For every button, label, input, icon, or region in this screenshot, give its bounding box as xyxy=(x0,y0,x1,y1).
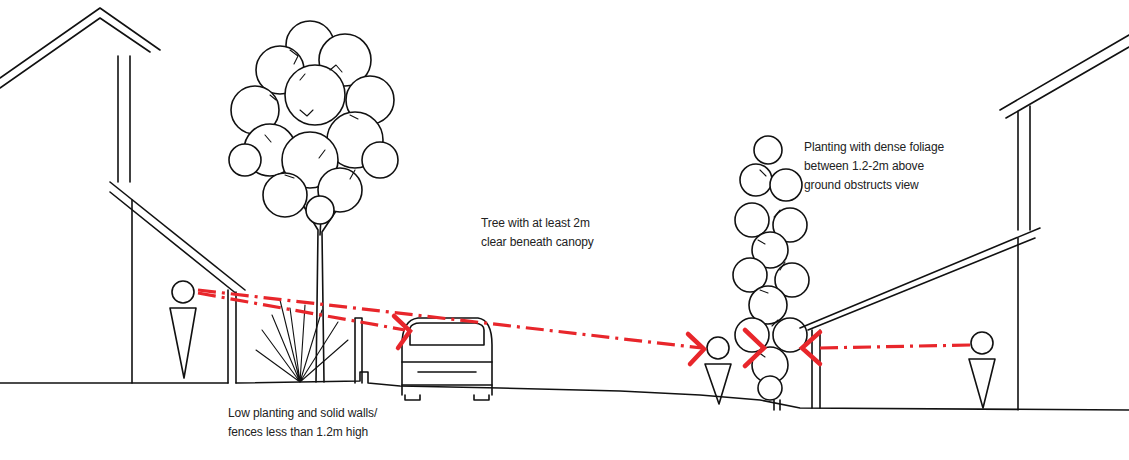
car xyxy=(402,318,492,400)
ground-line xyxy=(236,372,1129,410)
sight-arrow xyxy=(394,316,820,366)
low-wall xyxy=(355,318,362,383)
person-figure xyxy=(170,281,995,408)
annotation-label: Low planting and solid walls/ fences les… xyxy=(228,404,393,442)
annotation-label: Planting with dense foliage between 1.2-… xyxy=(804,138,960,195)
left-house xyxy=(0,8,245,383)
sight-line xyxy=(198,290,970,348)
tree xyxy=(229,21,398,382)
right-house xyxy=(800,35,1129,410)
annotation-label: Tree with at least 2m clear beneath cano… xyxy=(481,214,609,252)
dense-hedge xyxy=(733,136,809,410)
